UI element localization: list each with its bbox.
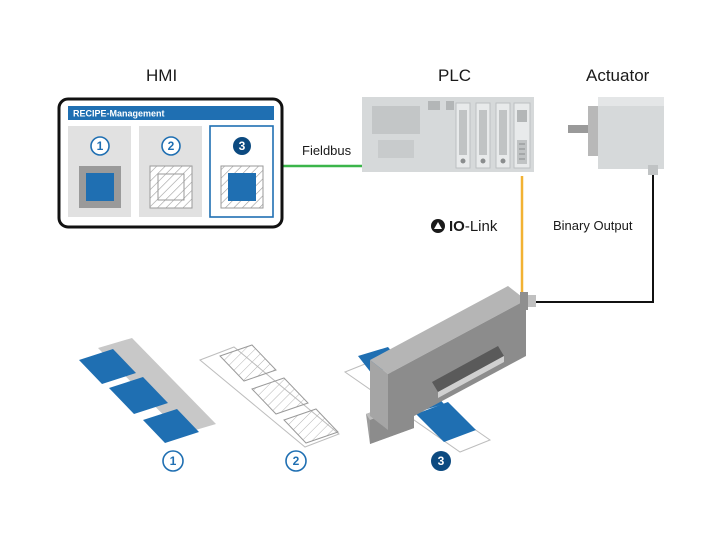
plc-device xyxy=(362,97,534,172)
recipe-card-2[interactable]: 2 xyxy=(139,126,202,217)
conveyor-label-3: 3 xyxy=(431,451,451,471)
conveyor-label-2: 2 xyxy=(285,450,307,472)
recipe-card-3[interactable]: 3 xyxy=(209,125,274,218)
io-link-logo: IO-Link xyxy=(431,218,498,235)
hmi-panel: RECIPE-Management 1 2 3 xyxy=(57,97,284,229)
strip-2-label xyxy=(283,408,339,444)
recipe-number-2: 2 xyxy=(168,139,175,153)
actuator-title: Actuator xyxy=(586,66,650,85)
binary-output-label: Binary Output xyxy=(553,218,633,233)
conveyor-strip-1 xyxy=(79,338,216,443)
strip-3-label xyxy=(416,402,476,442)
fieldbus-label: Fieldbus xyxy=(302,143,352,158)
strip-1-label xyxy=(143,409,199,443)
plc-title: PLC xyxy=(438,66,471,85)
conveyor-label-1: 1 xyxy=(162,450,184,472)
io-link-label-light: -Link xyxy=(465,218,498,235)
binary-output-line xyxy=(536,174,654,303)
recipe-3-label-blue xyxy=(228,173,256,201)
conveyor-number-3: 3 xyxy=(438,454,445,468)
recipe-number-3: 3 xyxy=(239,139,246,153)
strip-2-label xyxy=(251,377,309,415)
conveyor-number-1: 1 xyxy=(170,454,177,468)
io-link-label-bold: IO xyxy=(449,218,465,235)
recipe-1-label-blue xyxy=(86,173,114,201)
conveyor-number-2: 2 xyxy=(293,454,300,468)
recipe-banner-title: RECIPE-Management xyxy=(73,109,165,119)
actuator-motor xyxy=(568,97,664,175)
recipe-number-1: 1 xyxy=(97,139,104,153)
conveyor-strip-2 xyxy=(199,344,340,448)
hmi-title: HMI xyxy=(146,66,177,85)
recipe-banner xyxy=(68,106,274,120)
fork-sensor xyxy=(366,286,536,444)
strip-2-label xyxy=(219,344,277,382)
strip-1-label xyxy=(79,349,136,384)
recipe-card-1[interactable]: 1 xyxy=(68,126,131,217)
strip-1-label xyxy=(109,377,168,414)
svg-text:IO-Link: IO-Link xyxy=(449,218,498,235)
